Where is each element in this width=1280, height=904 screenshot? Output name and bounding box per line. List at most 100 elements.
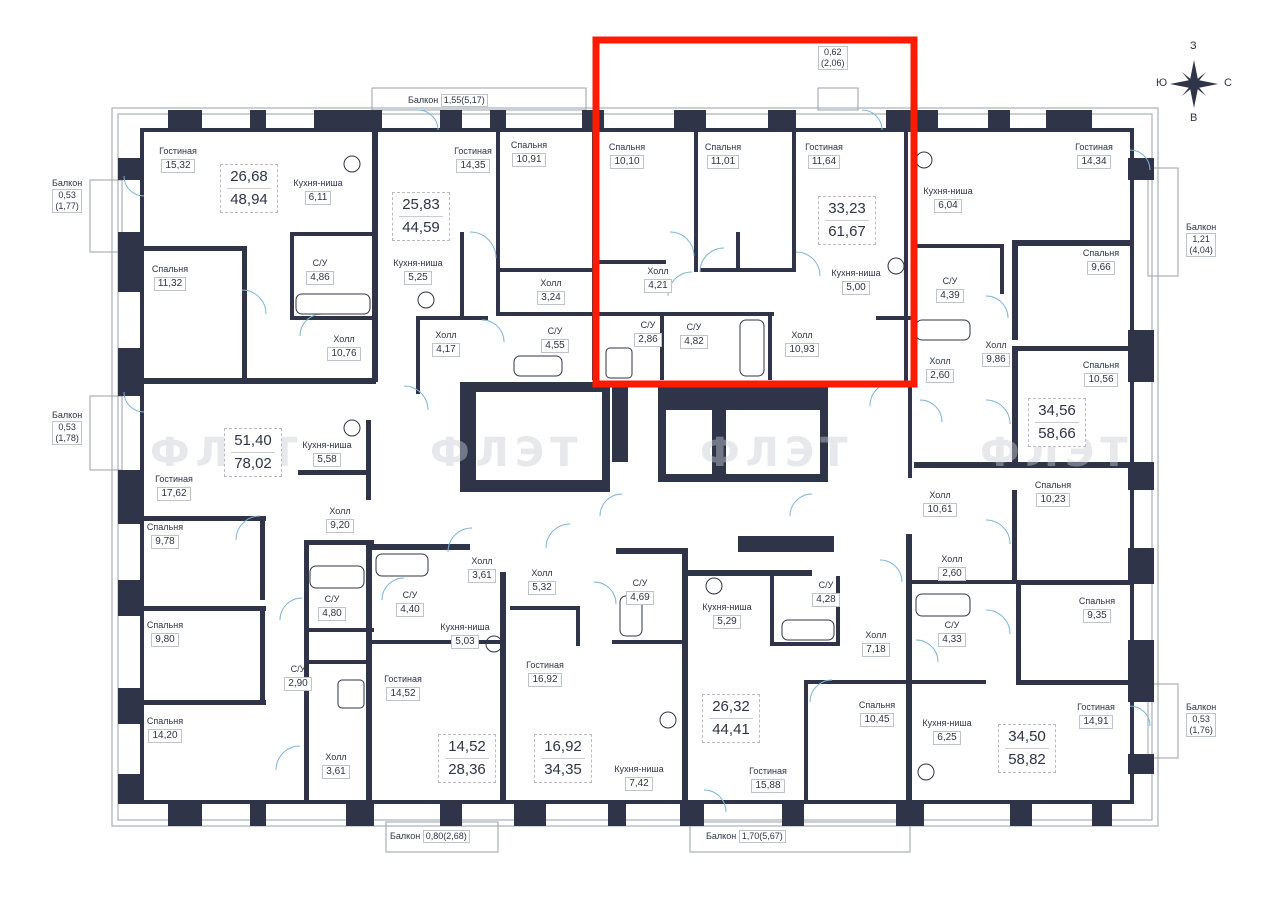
living-area: 34,50: [1008, 728, 1046, 745]
total-area: 28,36: [448, 761, 486, 778]
total-area: 58,82: [1008, 751, 1046, 768]
total-area: 48,94: [230, 191, 268, 208]
living-area: 14,52: [448, 738, 486, 755]
compass-west-label: Ю: [1156, 77, 1168, 89]
watermark: ФЛЭТ: [700, 430, 854, 476]
selected-apartment-highlight[interactable]: [592, 36, 918, 388]
apartment-area-card[interactable]: 14,52 28,36: [438, 734, 496, 783]
total-area: 78,02: [234, 455, 272, 472]
apartment-area-card[interactable]: 34,56 58,66: [1028, 398, 1086, 447]
living-area: 16,92: [544, 738, 582, 755]
total-area: 34,35: [544, 761, 582, 778]
walls: [118, 110, 1154, 826]
compass-south-label: В: [1190, 112, 1198, 124]
apartment-area-card[interactable]: 34,50 58,82: [998, 724, 1056, 773]
total-area: 58,66: [1038, 425, 1076, 442]
apartment-area-card[interactable]: 26,32 44,41: [702, 694, 760, 743]
balcony-label: Балкон 1,70(5,67): [706, 830, 786, 843]
apartment-area-card[interactable]: 26,68 48,94: [220, 164, 278, 213]
living-area: 26,68: [230, 168, 268, 185]
living-area: 33,23: [828, 200, 866, 217]
total-area: 44,41: [712, 721, 750, 738]
living-area: 25,83: [402, 196, 440, 213]
fixtures: [295, 151, 971, 781]
living-area: 51,40: [234, 432, 272, 449]
watermark: ФЛЭТ: [430, 430, 584, 476]
apartment-area-card[interactable]: 25,83 44,59: [392, 192, 450, 241]
balcony-label: Балкон 1,55(5,17): [408, 94, 488, 107]
balcony-label: Балкон 0,80(2,68): [390, 830, 470, 843]
balcony-label: 0,62 (2,06): [818, 46, 848, 70]
compass-icon: [1170, 60, 1218, 108]
total-area: 44,59: [402, 219, 440, 236]
compass-north-label: З: [1190, 40, 1197, 52]
total-area: 61,67: [828, 223, 866, 240]
living-area: 26,32: [712, 698, 750, 715]
living-area: 34,56: [1038, 402, 1076, 419]
compass-east-label: С: [1224, 77, 1232, 89]
apartment-area-card[interactable]: 51,40 78,02: [224, 428, 282, 477]
apartment-area-card[interactable]: 16,92 34,35: [534, 734, 592, 783]
apartment-area-card[interactable]: 33,23 61,67: [818, 196, 876, 245]
